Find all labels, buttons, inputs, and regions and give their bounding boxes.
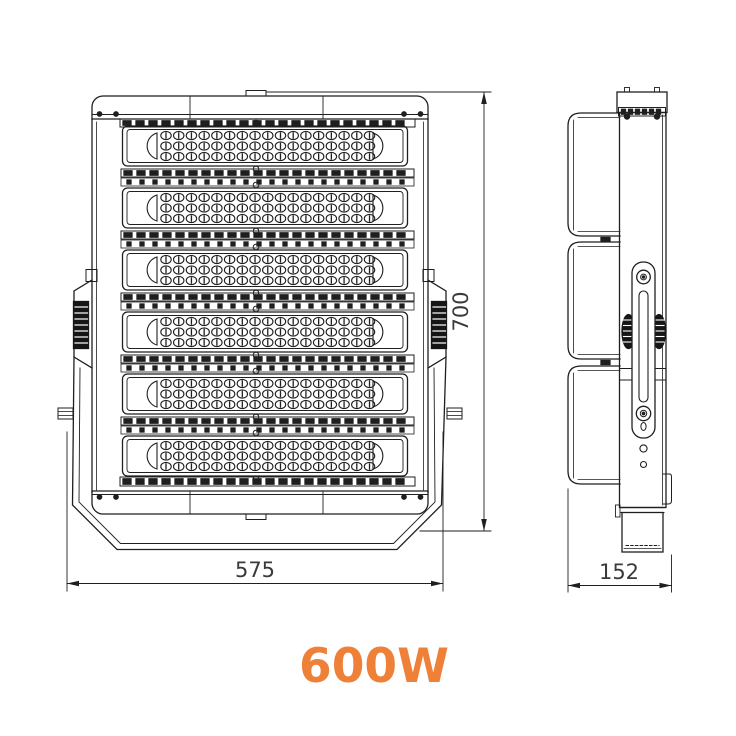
side-bracket-arm — [631, 261, 656, 469]
left-clamp — [57, 279, 93, 420]
left-edge-tab — [85, 269, 98, 282]
side-right-clip — [663, 473, 672, 505]
side-step-tab — [615, 504, 621, 518]
front-bottom-cap — [91, 490, 429, 520]
front-view — [57, 90, 463, 551]
depth-dimension-label: 152 — [599, 560, 639, 584]
width-dimension-label: 575 — [235, 558, 275, 582]
led-module — [121, 181, 409, 235]
led-module — [121, 367, 409, 421]
front-housing-walls — [85, 118, 435, 493]
side-column — [615, 111, 672, 553]
dimension-depth — [567, 488, 672, 593]
wattage-label: 600W — [299, 639, 449, 694]
led-module — [121, 305, 409, 359]
side-bottom-box — [621, 511, 664, 553]
led-module — [121, 429, 409, 483]
arm-hole-2 — [639, 460, 648, 469]
arm-lower-bolt — [635, 405, 652, 422]
side-module-block — [567, 365, 621, 485]
front-top-cap — [91, 90, 429, 120]
side-view — [567, 87, 672, 553]
right-edge-tab — [422, 269, 435, 282]
arm-keyhole — [640, 422, 647, 431]
led-module — [121, 119, 409, 173]
top-tab — [245, 90, 267, 97]
arm-hole-1 — [639, 444, 648, 453]
led-module — [121, 243, 409, 297]
left-clamp-bolt — [57, 407, 74, 420]
height-dimension-label: 700 — [449, 291, 473, 331]
dimension-height — [265, 91, 492, 532]
right-clamp-bolt — [446, 407, 463, 420]
side-top-bracket — [616, 87, 668, 120]
side-module-block — [567, 241, 621, 360]
led-module-stack — [119, 118, 416, 487]
dimension-width — [66, 431, 444, 592]
bottom-tab — [245, 513, 267, 520]
right-clamp — [427, 279, 463, 420]
arm-top-bolt — [636, 269, 651, 285]
side-column-ticks — [619, 368, 666, 381]
mounting-yoke — [71, 356, 447, 551]
arm-slot — [638, 290, 649, 403]
side-module-block — [567, 112, 621, 237]
side-module-blocks — [567, 112, 621, 485]
